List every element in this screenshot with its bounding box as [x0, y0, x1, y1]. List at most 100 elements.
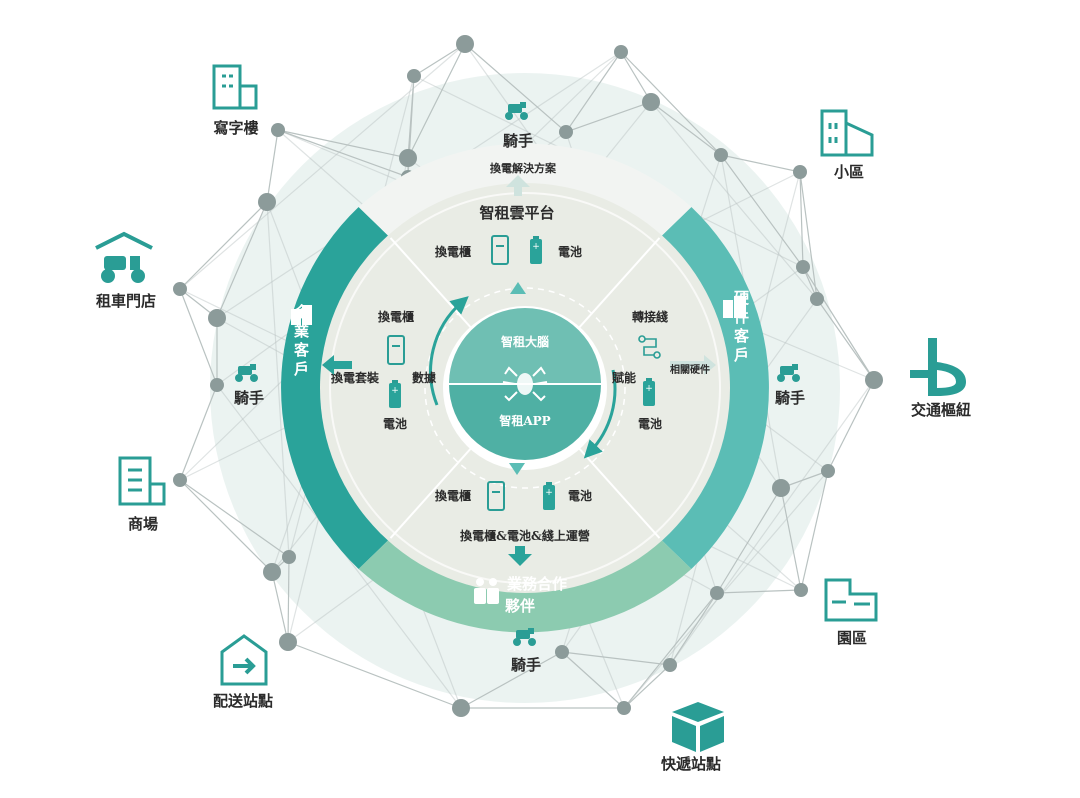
- express-station-icon: [672, 702, 724, 752]
- mesh-node: [258, 193, 276, 211]
- mesh-line: [266, 129, 279, 203]
- mesh-line: [179, 43, 466, 290]
- rider-label-right: 騎手: [775, 389, 805, 407]
- mesh-line: [623, 592, 718, 709]
- mesh-node: [173, 473, 187, 487]
- mesh-line: [179, 479, 290, 558]
- mesh-line: [620, 51, 652, 103]
- mesh-line: [827, 379, 875, 472]
- outer-label-park: 園區: [837, 629, 867, 647]
- rider-icon-right: [777, 364, 800, 382]
- mesh-node: [793, 165, 807, 179]
- svg-text:+: +: [532, 242, 540, 252]
- mesh-line: [464, 43, 567, 133]
- transport-hub-icon: [910, 338, 966, 396]
- mesh-node: [865, 371, 883, 389]
- mesh-line: [413, 43, 466, 77]
- mesh-line: [816, 298, 875, 381]
- partners-icon: [474, 578, 499, 604]
- top-arrow-label: 換電解決方案: [490, 161, 557, 175]
- mesh-line: [561, 651, 625, 709]
- mesh-line: [650, 101, 818, 300]
- bottom-cabinet-label: 換電櫃: [435, 488, 471, 503]
- mesh-line: [407, 43, 466, 159]
- mesh-line: [565, 101, 652, 133]
- bottom-cabinet-icon: [487, 481, 505, 511]
- bottom-segment-label-1: 業務合作: [506, 575, 567, 593]
- adapter-cable-icon: [638, 335, 661, 359]
- svg-text:+: +: [391, 386, 399, 396]
- mesh-line: [179, 288, 218, 386]
- mesh-node: [559, 125, 573, 139]
- mesh-line: [460, 651, 563, 709]
- outer-label-office: 寫字樓: [213, 119, 258, 137]
- rental-store-icon: [95, 231, 153, 283]
- dashed-orbit: [424, 287, 626, 489]
- rider-label-top: 騎手: [503, 132, 533, 150]
- bottom-segment-label-2: 夥伴: [505, 597, 535, 615]
- mesh-line: [720, 154, 801, 173]
- mesh-line: [266, 201, 290, 558]
- mesh-node: [279, 633, 297, 651]
- outer-label-mall: 商場: [128, 515, 158, 533]
- mesh-node: [642, 93, 660, 111]
- mesh-node: [456, 35, 474, 53]
- mesh-line: [800, 470, 829, 591]
- mesh-line: [623, 664, 671, 709]
- mesh-node: [399, 149, 417, 167]
- mesh-node: [810, 292, 824, 306]
- mesh-node: [271, 123, 285, 137]
- bottom-outward-arrow: [508, 546, 532, 566]
- enterprise-building-icon: [291, 305, 312, 325]
- rider-icon-left: [235, 364, 258, 382]
- mesh-line: [216, 201, 268, 319]
- mesh-node: [714, 148, 728, 162]
- left-arrow-label: 換電套裝: [331, 370, 380, 385]
- mesh-node: [821, 464, 835, 478]
- rider-label-left: 騎手: [234, 389, 264, 407]
- mesh-line: [799, 171, 804, 268]
- inner-ring-outline: [329, 192, 721, 584]
- mesh-line: [780, 487, 802, 591]
- mesh-node: [710, 586, 724, 600]
- mesh-line: [799, 171, 818, 300]
- center-top-label: 智租大腦: [500, 334, 549, 349]
- mesh-line: [623, 470, 829, 709]
- top-outward-arrow: [506, 175, 530, 196]
- mesh-line: [650, 101, 722, 156]
- outer-label-transport-hub: 交通樞紐: [911, 401, 971, 419]
- ring-segment-left: [281, 207, 391, 569]
- left-battery-label: 電池: [383, 416, 407, 431]
- ring-segment-bottom: [358, 538, 692, 633]
- mesh-line: [620, 51, 722, 156]
- mesh-node: [772, 479, 790, 497]
- mesh-line: [179, 384, 218, 481]
- ring-segment-top: [358, 143, 692, 238]
- mesh-node: [173, 282, 187, 296]
- mesh-line: [277, 129, 409, 159]
- outer-label-rental-store: 租車門店: [96, 292, 156, 310]
- right-outward-arrow: [670, 355, 716, 375]
- curved-arrow-enable: [583, 369, 617, 459]
- hardware-building-icon: [723, 296, 746, 318]
- bottom-down-triangle: [509, 463, 525, 475]
- mesh-node: [614, 45, 628, 59]
- mesh-node: [617, 701, 631, 715]
- svg-text:+: +: [545, 488, 553, 498]
- svg-text:+: +: [645, 384, 653, 394]
- bottom-battery-icon: +: [543, 482, 555, 510]
- mesh-line: [287, 556, 290, 643]
- top-cabinet-label: 換電櫃: [435, 244, 471, 259]
- mesh-line: [561, 651, 671, 666]
- spider-logo-icon: [502, 366, 548, 402]
- right-arrow-label: 相關硬件: [670, 363, 710, 376]
- mesh-node: [794, 583, 808, 597]
- residential-community-icon: [820, 109, 874, 157]
- mesh-line: [802, 266, 875, 381]
- center-bottom-label: 智租APP: [498, 413, 550, 428]
- bottom-ops-label: 換電櫃&電池&綫上運營: [460, 528, 590, 543]
- top-battery-label: 電池: [558, 244, 582, 259]
- left-data-label: 數據: [412, 370, 437, 385]
- outer-label-delivery-station: 配送站點: [213, 692, 273, 710]
